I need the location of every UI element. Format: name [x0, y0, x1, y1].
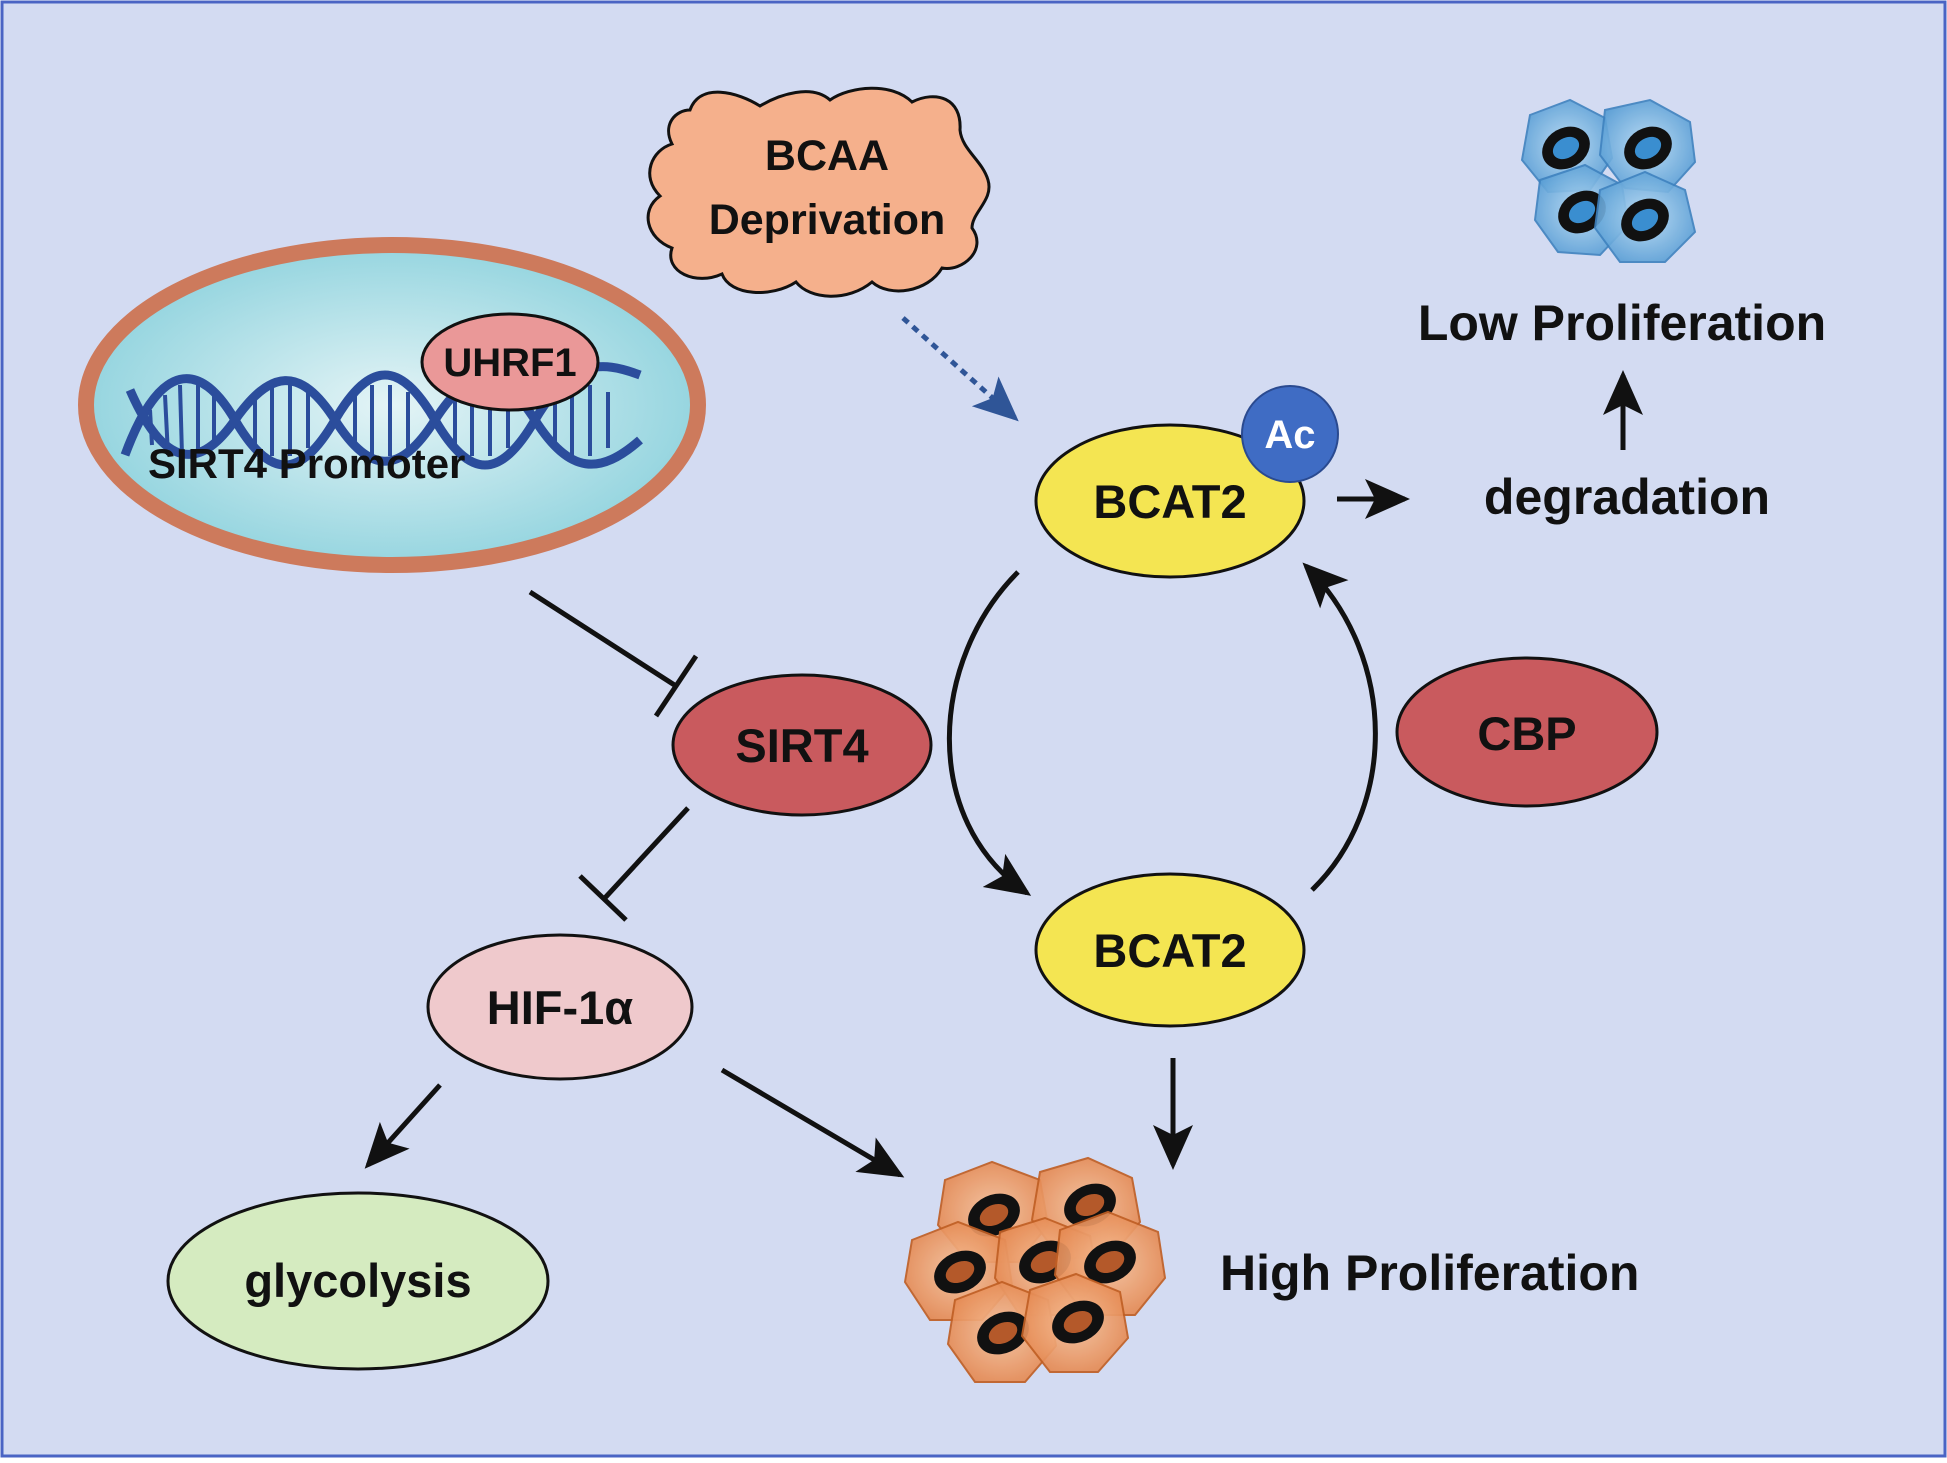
bcaa-deprivation-node: BCAA Deprivation [646, 86, 991, 298]
hif1a-ellipse [426, 933, 694, 1081]
bcat2-bottom-label: BCAT2 [1093, 924, 1246, 977]
high-proliferation-label: High Proliferation [1220, 1245, 1639, 1301]
hif1a-to-high-proliferation-arrow [720, 1067, 905, 1178]
degradation-label: degradation [1484, 469, 1770, 525]
acetyl-label: Ac [1264, 413, 1315, 457]
uhrf1-ellipse [420, 312, 600, 412]
glycolysis-label: glycolysis [244, 1254, 471, 1307]
sirt4-ellipse [671, 673, 933, 817]
hif1a-node: HIF-1α [426, 933, 694, 1081]
acetyl-badge [1241, 385, 1339, 483]
bcat2-acetylation-arrow [1302, 562, 1378, 892]
bcat2-top-label: BCAT2 [1093, 475, 1246, 528]
bcaa-label-line1: BCAA [765, 132, 889, 180]
bcat2-node: BCAT2 [1034, 872, 1306, 1028]
sirt4-inhibits-hif1a [578, 806, 690, 922]
low-proliferation-label: Low Proliferation [1418, 295, 1826, 351]
cbp-ellipse [1395, 656, 1659, 808]
hif1a-label: HIF-1α [487, 981, 634, 1034]
glycolysis-ellipse [166, 1191, 550, 1371]
sirt4-promoter-label: SIRT4 Promoter [148, 440, 465, 487]
sirt4-label: SIRT4 [735, 719, 868, 772]
bcat2-top-ellipse [1034, 423, 1306, 579]
bcaa-label-line2: Deprivation [709, 196, 946, 244]
promoter-inhibits-sirt4 [528, 589, 699, 718]
bcat2-deacetylation-arrow [947, 570, 1032, 896]
low-proliferation-cells-icon [1520, 98, 1697, 263]
hif1a-to-glycolysis-arrow [364, 1083, 442, 1169]
nucleus-node: UHRF1 SIRT4 Promoter [78, 237, 706, 573]
uhrf1-node: UHRF1 [420, 312, 600, 412]
bcat2-acetylated-node: BCAT2 Ac [1034, 385, 1339, 579]
sirt4-node: SIRT4 [671, 673, 933, 817]
glycolysis-node: glycolysis [166, 1191, 550, 1371]
cbp-label: CBP [1477, 707, 1576, 760]
uhrf1-label: UHRF1 [443, 341, 576, 385]
high-proliferation-cells-icon [903, 1156, 1167, 1383]
bcat2-bottom-ellipse [1034, 872, 1306, 1028]
cbp-node: CBP [1395, 656, 1659, 808]
bcaa-cloud-shape [646, 86, 991, 298]
